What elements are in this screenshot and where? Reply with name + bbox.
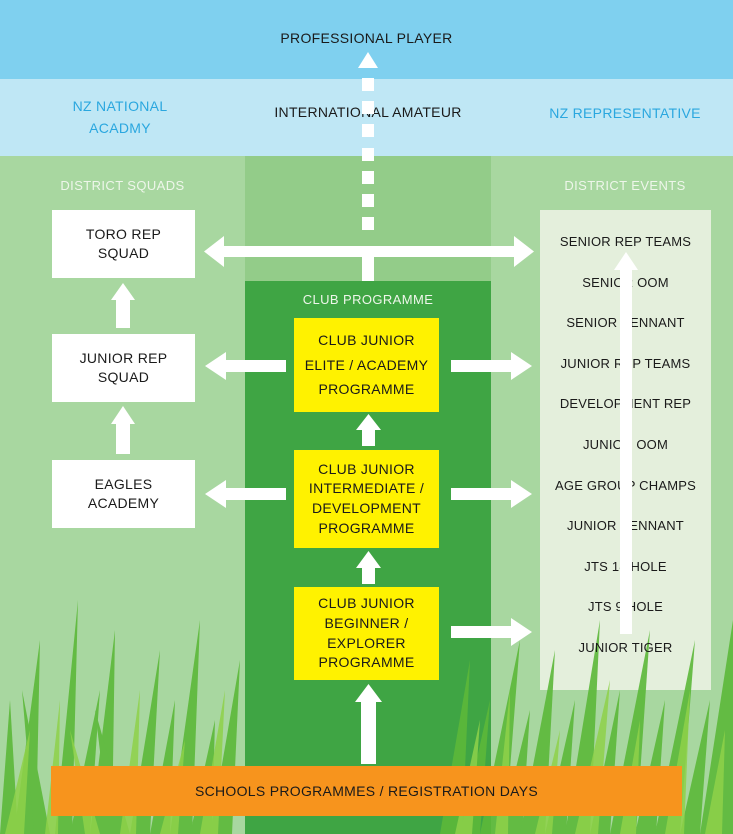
- schools-arrow-head-icon: [355, 684, 382, 702]
- center-stem: [362, 251, 374, 281]
- squad-arrow-2-head-icon: [111, 406, 135, 424]
- schools-arrow-shaft: [361, 700, 376, 764]
- nz-representative-label: NZ REPRESENTATIVE: [549, 105, 701, 121]
- club-arrow-2-shaft: [362, 566, 375, 584]
- district-squads-title: DISTRICT SQUADS: [60, 178, 185, 193]
- dot-segment: [362, 194, 374, 207]
- club-junior-elite-box: CLUB JUNIOR ELITE / ACADEMY PROGRAMME: [294, 318, 439, 412]
- intermediate-right-arrow-head-icon: [511, 480, 532, 508]
- elite-left-arrow-shaft: [224, 360, 286, 372]
- district-events-title: DISTRICT EVENTS: [564, 178, 686, 193]
- club-junior-intermediate-label: CLUB JUNIOR INTERMEDIATE / DEVELOPMENT P…: [308, 460, 425, 536]
- dot-segment: [362, 148, 374, 161]
- junior-rep-squad-label: JUNIOR REP SQUAD: [79, 350, 168, 385]
- international-band: [0, 79, 733, 156]
- toro-rep-squad-label: TORO REP SQUAD: [85, 226, 162, 261]
- events-arrow-shaft: [620, 268, 632, 634]
- events-arrow-head-icon: [614, 252, 638, 270]
- intermediate-left-arrow-shaft: [224, 488, 286, 500]
- elite-left-arrow-head-icon: [205, 352, 226, 380]
- dot-segment: [362, 171, 374, 184]
- junior-rep-squad-box: JUNIOR REP SQUAD: [52, 334, 195, 402]
- squad-arrow-1-shaft: [116, 298, 130, 328]
- double-arrow-left-head-icon: [204, 236, 224, 267]
- beginner-right-arrow-head-icon: [511, 618, 532, 646]
- professional-player-label: PROFESSIONAL PLAYER: [280, 30, 453, 46]
- event-senior-rep-teams: SENIOR REP TEAMS: [559, 234, 692, 249]
- club-junior-elite-label: CLUB JUNIOR ELITE / ACADEMY PROGRAMME: [304, 332, 429, 398]
- club-arrow-1-shaft: [362, 428, 375, 446]
- eagles-academy-box: EAGLES ACADEMY: [52, 460, 195, 528]
- schools-programmes-bar: SCHOOLS PROGRAMMES / REGISTRATION DAYS: [51, 766, 682, 816]
- intermediate-right-arrow-shaft: [451, 488, 513, 500]
- double-arrow-shaft: [222, 246, 516, 257]
- schools-programmes-label: SCHOOLS PROGRAMMES / REGISTRATION DAYS: [194, 782, 539, 799]
- intermediate-left-arrow-head-icon: [205, 480, 226, 508]
- club-junior-beginner-label: CLUB JUNIOR BEGINNER / EXPLORER PROGRAMM…: [318, 595, 415, 671]
- dot-segment: [362, 217, 374, 230]
- eagles-academy-label: EAGLES ACADEMY: [87, 476, 160, 511]
- double-arrow-right-head-icon: [514, 236, 534, 267]
- elite-right-arrow-shaft: [451, 360, 513, 372]
- dot-segment: [362, 124, 374, 137]
- club-junior-intermediate-box: CLUB JUNIOR INTERMEDIATE / DEVELOPMENT P…: [294, 450, 439, 548]
- nz-national-academy-label: NZ NATIONAL ACADMY: [72, 98, 168, 137]
- club-arrow-1-head-icon: [356, 414, 381, 430]
- club-programme-title: CLUB PROGRAMME: [302, 292, 434, 307]
- squad-arrow-2-shaft: [116, 421, 130, 454]
- beginner-right-arrow-shaft: [451, 626, 513, 638]
- dot-segment: [362, 101, 374, 114]
- club-junior-beginner-box: CLUB JUNIOR BEGINNER / EXPLORER PROGRAMM…: [294, 587, 439, 680]
- event-junior-tiger: JUNIOR TIGER: [578, 640, 673, 655]
- toro-rep-squad-box: TORO REP SQUAD: [52, 210, 195, 278]
- elite-right-arrow-head-icon: [511, 352, 532, 380]
- club-arrow-2-head-icon: [356, 551, 381, 568]
- squad-arrow-1-head-icon: [111, 283, 135, 300]
- dot-segment: [362, 78, 374, 91]
- dotted-arrow-up-icon: [358, 52, 378, 68]
